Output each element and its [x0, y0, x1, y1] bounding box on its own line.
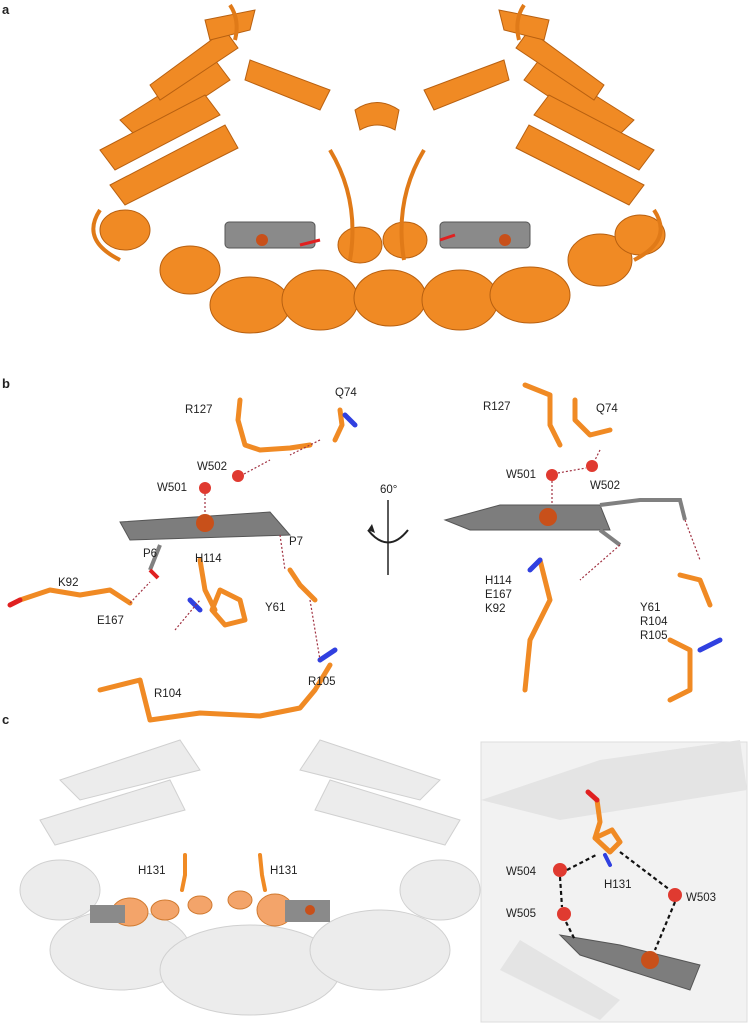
panel-c-right-box: [480, 740, 748, 1023]
label-w501-right: W501: [506, 469, 536, 481]
panel-a-loops: [91, 3, 663, 262]
label-q74-right: Q74: [596, 403, 618, 415]
label-e167-left: E167: [97, 615, 124, 627]
panel-c-right-waters: [553, 863, 682, 921]
label-w504: W504: [506, 866, 537, 878]
panel-c-right-labels: W504 H131 W503 W505: [506, 866, 716, 920]
panel-c-left-tunnel: [90, 890, 330, 927]
label-w501-left: W501: [157, 482, 187, 494]
panel-c-right-hbonds: [558, 851, 677, 951]
label-p6: P6: [143, 548, 157, 560]
label-r105-right: R105: [640, 630, 668, 642]
label-w502-right: W502: [590, 480, 620, 492]
label-h114-right: H114: [485, 575, 512, 587]
label-h131-c-left-a: H131: [138, 865, 166, 877]
panel-a-heme-left: [224, 221, 321, 249]
rotation-axis: [367, 500, 409, 575]
label-w503: W503: [686, 892, 716, 904]
panel-b-right-waters: [546, 460, 598, 481]
panel-a-heme-right: [439, 221, 531, 249]
panel-b-right-hbonds: [551, 449, 701, 581]
panel-b-right-labels: R127 Q74 W501 W502 H114 E167 K92 Y61 R10…: [483, 401, 668, 642]
label-w502-left: W502: [197, 461, 227, 473]
label-e167-right: E167: [485, 589, 512, 601]
label-h114-left: H114: [195, 553, 222, 565]
label-r127-right: R127: [483, 401, 511, 413]
panel-c-left-his: [180, 853, 267, 892]
panel-c-left-labels: H131 H131: [138, 865, 298, 877]
panel-a-ribbon: [99, 9, 666, 334]
panel-c-right-heme: [558, 934, 701, 991]
panel-b-left-hbonds: [129, 439, 321, 661]
panel-b-right-heme: [443, 498, 687, 547]
panel-b-left-sticks: [7, 397, 358, 723]
panel-b-left-labels: R127 Q74 W502 W501 P6 H114 P7 K92 E167 Y…: [58, 387, 357, 700]
label-y61-right: Y61: [640, 602, 660, 614]
rotation-label: 60°: [380, 484, 397, 496]
label-r105-left: R105: [308, 676, 336, 688]
panel-a-letter: a: [2, 2, 10, 17]
label-y61-left: Y61: [265, 602, 285, 614]
panel-b-left-heme: [119, 511, 292, 580]
panel-b-left-waters: [199, 470, 244, 494]
panel-b-right-sticks: [522, 382, 723, 703]
label-w505: W505: [506, 908, 536, 920]
label-h131-c-right: H131: [604, 879, 632, 891]
panel-c-letter: c: [2, 712, 10, 727]
panel-c-right-his: [585, 789, 623, 867]
label-h131-c-left-b: H131: [270, 865, 298, 877]
label-k92-left: K92: [58, 577, 78, 589]
label-r104-left: R104: [154, 688, 182, 700]
label-p7: P7: [289, 536, 303, 548]
label-r104-right: R104: [640, 616, 668, 628]
panel-c-left-ghost: [19, 739, 481, 1016]
label-q74-left: Q74: [335, 387, 357, 399]
panel-b-letter: b: [2, 376, 10, 391]
label-k92-right: K92: [485, 603, 505, 615]
label-r127-left: R127: [185, 404, 213, 416]
